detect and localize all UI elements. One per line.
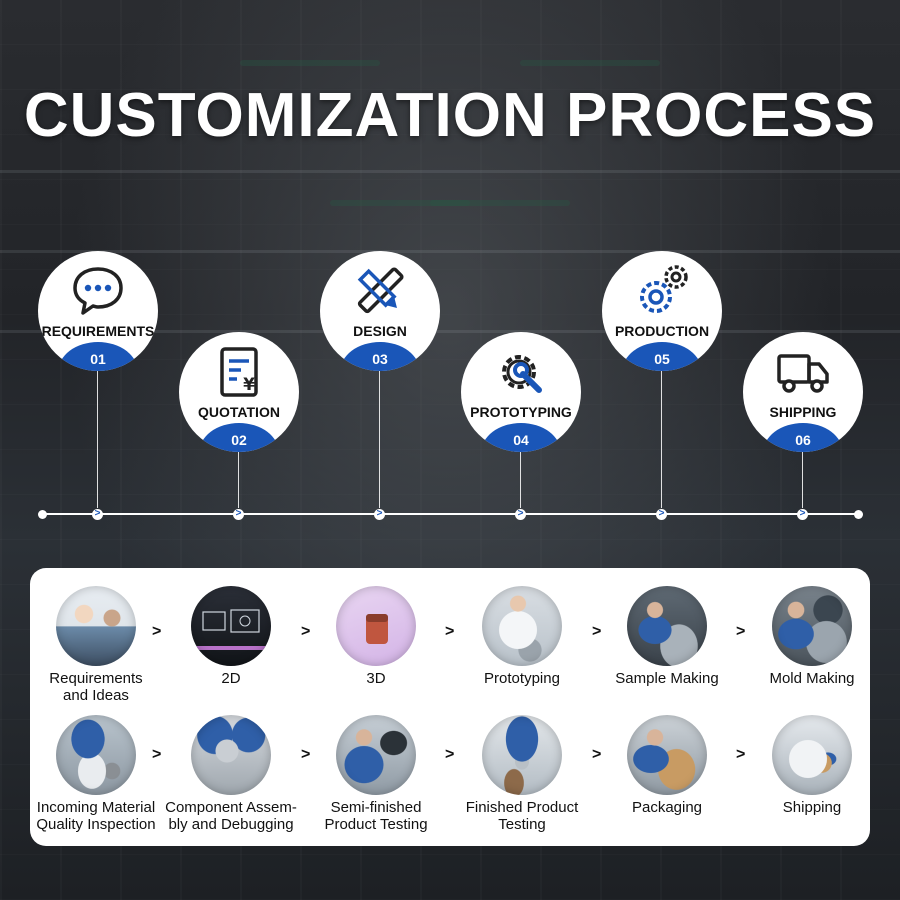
step-label: REQUIREMENTS (41, 323, 155, 339)
process-caption: Mold Making (769, 670, 855, 687)
machining-photo (627, 586, 707, 666)
step-quotation: ¥ QUOTATION 02 (179, 332, 299, 452)
step-label: QUOTATION (198, 404, 280, 420)
inspection-photo (56, 715, 136, 795)
step-number: 02 (199, 423, 279, 452)
process-item: 2D (161, 586, 301, 687)
final-testing-photo (482, 715, 562, 795)
timeline-marker: > (515, 508, 526, 520)
step-requirements: REQUIREMENTS 01 (38, 251, 158, 371)
connector-line (802, 452, 803, 508)
process-caption: Requirements and Ideas (49, 670, 143, 704)
process-panel: Requirements and Ideas > 2D > 3D > Proto… (30, 568, 870, 846)
process-item: Shipping (742, 715, 882, 816)
process-caption: Component Assem- bly and Debugging (165, 799, 297, 833)
truck-icon (777, 354, 829, 393)
timeline-marker: > (233, 508, 244, 520)
process-caption: Shipping (782, 799, 842, 816)
process-item: Semi-finished Product Testing (306, 715, 446, 833)
step-prototyping: PROTOTYPING 04 (461, 332, 581, 452)
process-caption: Packaging (631, 799, 703, 816)
step-label: SHIPPING (769, 404, 837, 420)
connector-line (520, 452, 521, 508)
process-item: Requirements and Ideas (26, 586, 166, 704)
step-label: PROTOTYPING (470, 404, 572, 420)
process-caption: Sample Making (615, 670, 719, 687)
process-arrow: > (736, 746, 746, 763)
step-label: DESIGN (353, 323, 407, 339)
process-arrow: > (445, 623, 455, 640)
3d-model-photo (336, 586, 416, 666)
meeting-photo (56, 586, 136, 666)
connector-line (379, 371, 380, 508)
process-arrow: > (592, 746, 602, 763)
process-item: 3D (306, 586, 446, 687)
step-number: 06 (763, 423, 843, 452)
step-number: 04 (481, 423, 561, 452)
process-item: Packaging (597, 715, 737, 816)
process-item: Mold Making (742, 586, 882, 687)
gears-icon (640, 265, 688, 313)
lab-prototype-photo (482, 586, 562, 666)
assembly-photo (191, 715, 271, 795)
step-production: PRODUCTION 05 (602, 251, 722, 371)
process-caption: Semi-finished Product Testing (324, 799, 428, 833)
process-item: Finished Product Testing (452, 715, 592, 833)
process-arrow: > (445, 746, 455, 763)
process-item: Prototyping (452, 586, 592, 687)
svg-text:¥: ¥ (243, 375, 255, 395)
connector-line (238, 452, 239, 508)
packaging-photo (627, 715, 707, 795)
timeline-end-dot (854, 509, 863, 519)
step-label: PRODUCTION (614, 323, 710, 339)
connector-line (97, 371, 98, 508)
process-item: Sample Making (597, 586, 737, 687)
process-arrow: > (152, 623, 162, 640)
process-arrow: > (301, 623, 311, 640)
step-number: 01 (58, 342, 138, 371)
timeline-marker: > (374, 508, 385, 520)
timeline-marker: > (656, 508, 667, 520)
step-number: 05 (622, 342, 702, 371)
process-item: Incoming Material Quality Inspection (26, 715, 166, 833)
process-arrow: > (301, 746, 311, 763)
timeline-marker: > (92, 508, 103, 520)
chat-bubble-icon (73, 267, 123, 315)
pencil-ruler-icon (357, 267, 404, 314)
connector-line (661, 371, 662, 508)
process-arrow: > (736, 623, 746, 640)
step-number: 03 (340, 342, 420, 371)
timeline-marker: > (797, 508, 808, 520)
process-caption: Prototyping (484, 670, 560, 687)
timeline (42, 513, 858, 515)
process-item: Component Assem- bly and Debugging (161, 715, 301, 833)
process-caption: 3D (366, 670, 386, 687)
step-design: DESIGN 03 (320, 251, 440, 371)
step-shipping: SHIPPING 06 (743, 332, 863, 452)
process-arrow: > (152, 746, 162, 763)
semi-testing-photo (336, 715, 416, 795)
gear-wrench-icon (502, 355, 542, 393)
truck-loading-photo (772, 715, 852, 795)
process-caption: Incoming Material Quality Inspection (36, 799, 156, 833)
mold-making-photo (772, 586, 852, 666)
process-caption: Finished Product Testing (465, 799, 579, 833)
document-yen-icon: ¥ (220, 347, 258, 397)
page-title: CUSTOMIZATION PROCESS (23, 81, 877, 150)
process-caption: 2D (221, 670, 241, 687)
process-arrow: > (592, 623, 602, 640)
2d-drawing-photo (191, 586, 271, 666)
timeline-start-dot (38, 509, 47, 519)
